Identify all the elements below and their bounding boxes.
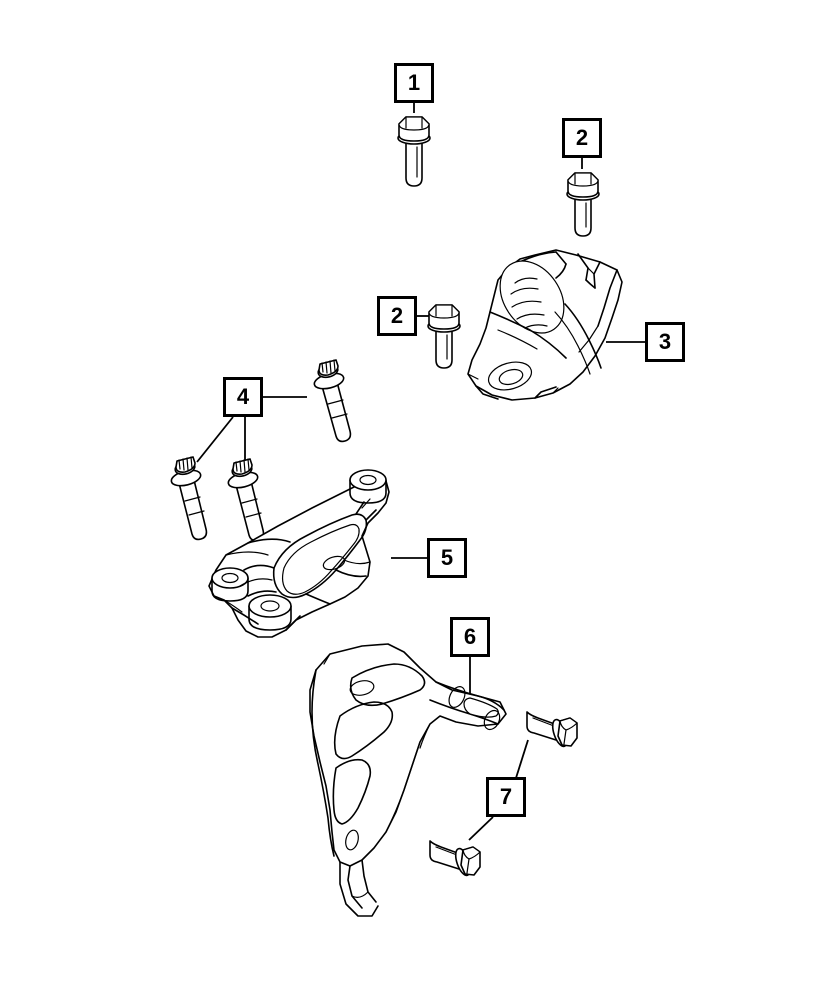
part-bolt-4b — [170, 456, 208, 541]
leader-4-left — [196, 416, 234, 463]
part-bolt-2a — [566, 172, 600, 237]
part-engine-mount-insulator-bracket — [467, 249, 623, 401]
part-engine-mount-support-bracket — [208, 469, 390, 638]
part-bolt-1 — [397, 116, 431, 187]
callout-box-5[interactable]: 5 — [427, 538, 467, 578]
callout-box-4[interactable]: 4 — [223, 377, 263, 417]
part-bolt-4c — [227, 458, 265, 542]
callout-label-1: 1 — [407, 70, 421, 95]
callout-label-4: 4 — [236, 384, 250, 409]
part-transmission-mount-bracket — [309, 643, 507, 917]
callout-label-5: 5 — [440, 545, 454, 570]
callout-box-2-upper-right[interactable]: 2 — [562, 118, 602, 158]
callout-label-2-middle: 2 — [390, 303, 404, 328]
leader-7-lower — [468, 816, 494, 841]
leader-7-upper — [515, 739, 529, 779]
callout-label-3: 3 — [658, 329, 672, 354]
callout-label-7: 7 — [499, 784, 513, 809]
callout-label-2-upper-right: 2 — [575, 125, 589, 150]
part-bolt-7a — [526, 711, 578, 748]
part-bolt-7b — [429, 840, 481, 877]
callout-box-3[interactable]: 3 — [645, 322, 685, 362]
part-bolt-4a — [313, 359, 352, 443]
callout-label-6: 6 — [463, 624, 477, 649]
callout-box-7[interactable]: 7 — [486, 777, 526, 817]
callout-box-6[interactable]: 6 — [450, 617, 490, 657]
callout-box-2-middle[interactable]: 2 — [377, 296, 417, 336]
leader-lines — [196, 103, 645, 841]
part-bolt-2b — [427, 304, 461, 369]
callout-box-1[interactable]: 1 — [394, 63, 434, 103]
